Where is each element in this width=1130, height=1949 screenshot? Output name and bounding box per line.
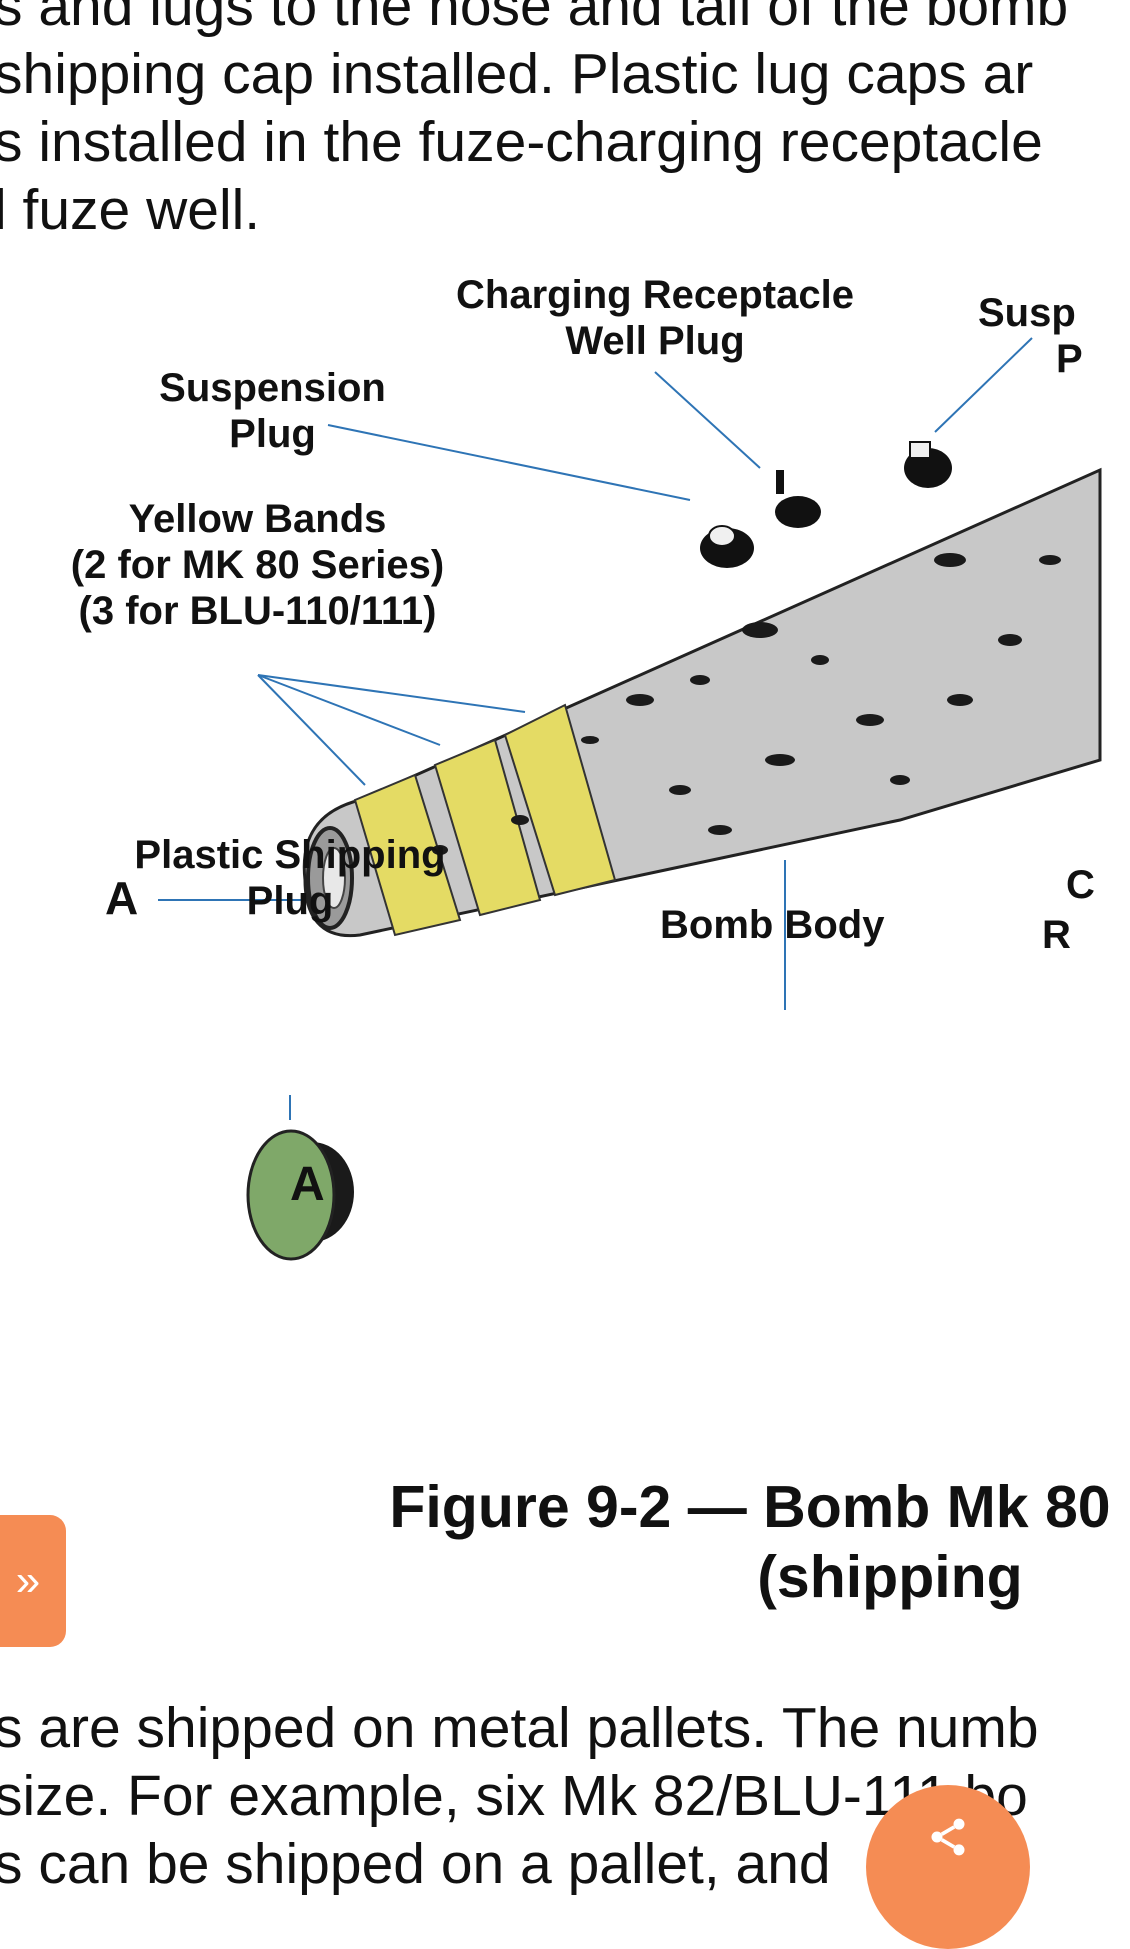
paragraph-line: shipping cap installed. Plastic lug caps…	[0, 42, 1034, 106]
paragraph-line: s installed in the fuze-charging recepta…	[0, 110, 1043, 174]
paragraph-bottom: s are shipped on metal pallets. The numb…	[0, 1694, 1114, 1898]
right-label-c: C	[1066, 863, 1095, 907]
paragraph-line: s can be shipped on a pallet, and	[0, 1832, 831, 1896]
paragraph-top: s and lugs to the nose and tail of the b…	[0, 0, 1114, 244]
yellow-bands-label: Yellow Bands (2 for MK 80 Series) (3 for…	[70, 497, 445, 633]
bomb-figure: Charging Receptacle Well Plug Susp P Sus…	[0, 250, 1102, 1400]
figure-caption: Figure 9-2 — Bomb Mk 80 (shipping	[389, 1474, 1111, 1610]
expand-sidebar-button[interactable]: »	[0, 1515, 66, 1647]
paragraph-line: l fuze well.	[0, 178, 261, 242]
detail-a-callout: A	[105, 872, 139, 924]
paragraph-line: size. For example, six Mk 82/BLU-111 bo	[0, 1764, 1028, 1828]
bomb-body-label: Bomb Body	[660, 903, 885, 947]
double-chevron-right-icon: »	[15, 1556, 41, 1605]
suspension-plug-label: Suspension Plug	[159, 366, 386, 456]
detail-a-label: A	[290, 1158, 325, 1211]
paragraph-line: s and lugs to the nose and tail of the b…	[0, 0, 1069, 38]
bomb-illustration	[158, 337, 1102, 1261]
share-icon	[931, 1818, 965, 1856]
suspension-plug-right-label: Susp P	[978, 291, 1083, 381]
paragraph-line: s are shipped on metal pallets. The numb	[0, 1696, 1039, 1760]
share-button[interactable]	[866, 1785, 1030, 1949]
plastic-shipping-plug-label: Plastic Shipping Plug	[134, 833, 446, 923]
right-label-r: R	[1042, 913, 1071, 957]
charging-receptacle-label: Charging Receptacle Well Plug	[456, 273, 854, 363]
